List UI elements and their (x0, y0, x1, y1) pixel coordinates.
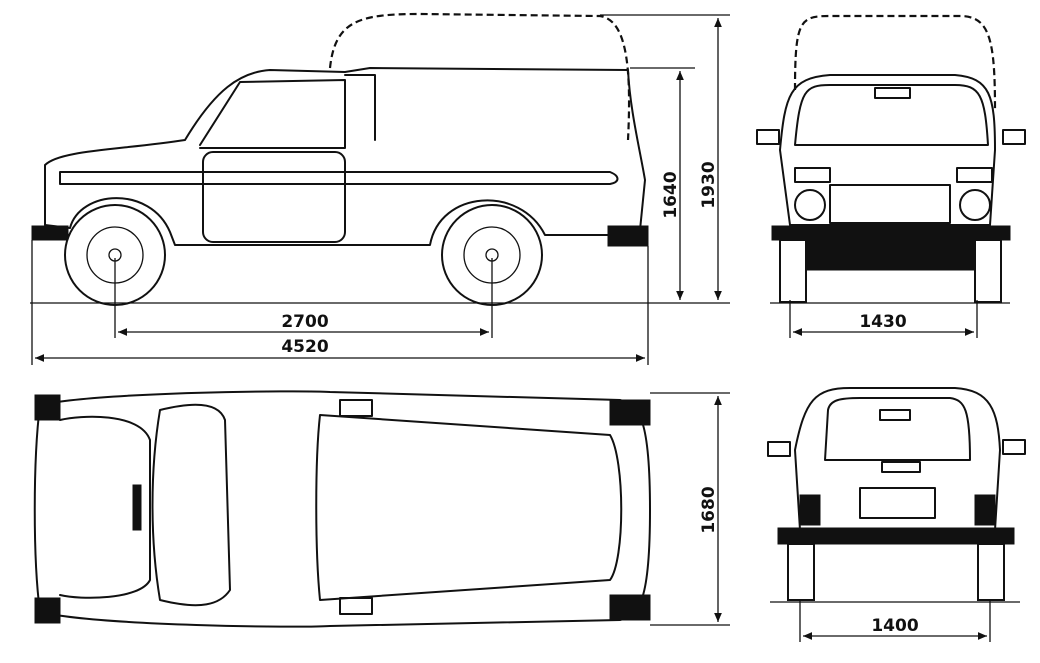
dimension-height-cab: 1640 (630, 67, 695, 300)
license-plate (859, 487, 936, 519)
dimension-wheelbase: 2700 (114, 258, 493, 338)
front-view (756, 14, 1026, 304)
height-cab-label: 1640 (661, 171, 681, 218)
rear-wheel-side (441, 204, 543, 306)
dimension-height-canopy: 1930 (600, 14, 730, 304)
width-label: 1680 (699, 486, 719, 533)
dimension-front-track: 1430 (789, 300, 978, 338)
side-view (30, 12, 650, 306)
rear-view (767, 387, 1026, 603)
front-wheel-side (64, 204, 166, 306)
canopy-outline-side (328, 12, 631, 141)
dimension-overall-length: 4520 (31, 240, 649, 365)
height-canopy-label: 1930 (699, 161, 719, 208)
overall-length-label: 4520 (281, 337, 328, 357)
dimension-rear-track: 1400 (799, 600, 991, 642)
front-track-label: 1430 (859, 312, 906, 332)
wheelbase-label: 2700 (281, 312, 328, 332)
dimension-width: 1680 (699, 396, 722, 622)
rear-track-label: 1400 (871, 616, 918, 636)
top-view (33, 390, 730, 628)
